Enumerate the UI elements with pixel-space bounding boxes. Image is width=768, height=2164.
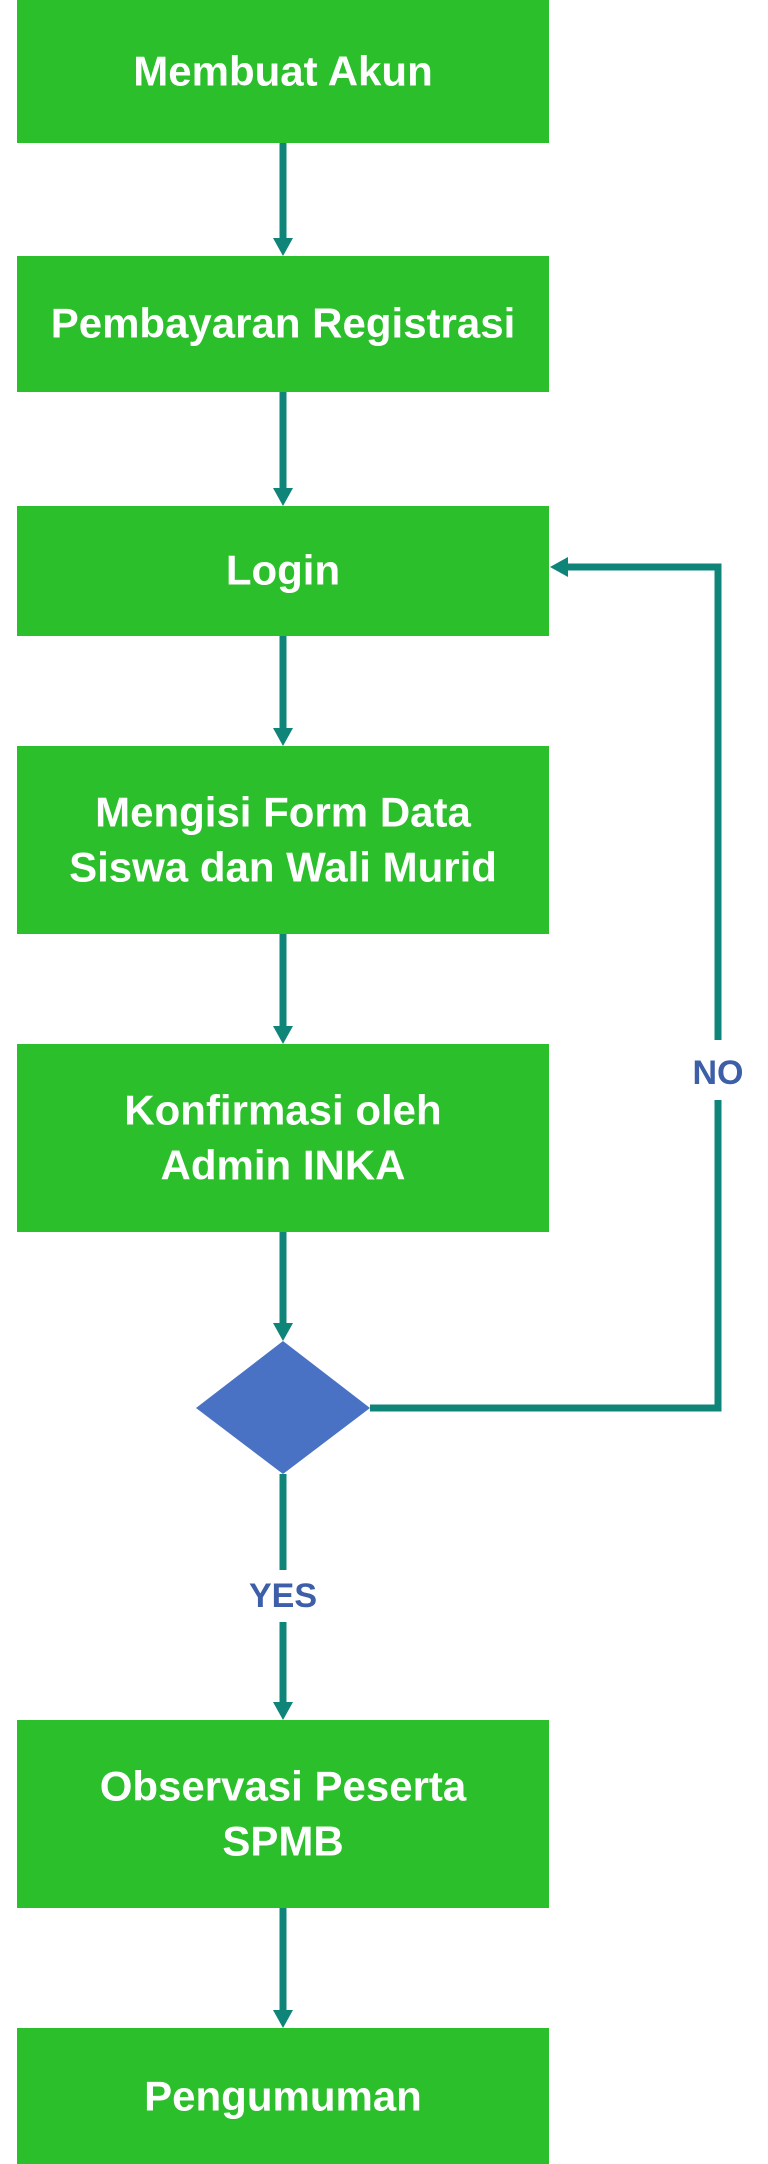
arrowhead-3-4 (273, 728, 293, 746)
step-box-1-line-1: Membuat Akun (133, 48, 432, 95)
connector-no-loop-lower (370, 1100, 722, 1412)
yes-label: YES (249, 1577, 317, 1615)
arrowhead-6-7 (273, 2010, 293, 2028)
step-box-2-line-1: Pembayaran Registrasi (51, 300, 516, 347)
step-box-5-shape (17, 1044, 549, 1232)
step-box-4-line-2: Siswa dan Wali Murid (69, 844, 497, 891)
step-box-7-shape (17, 2028, 549, 2164)
step-box-7: Pengumuman (17, 2028, 549, 2164)
step-box-5: Konfirmasi oleh Admin INKA (17, 1044, 549, 1232)
step-box-3: Login (17, 506, 549, 636)
connector-no-loop-upper (568, 563, 722, 1040)
arrowhead-4-5 (273, 1026, 293, 1044)
step-box-3-line-1: Login (226, 547, 340, 594)
step-box-2-shape (17, 256, 549, 392)
step-box-1-shape (17, 0, 549, 143)
step-box-6: Observasi Peserta SPMB (17, 1720, 549, 1908)
step-box-3-shape (17, 506, 549, 636)
arrowhead-decision-6 (273, 1702, 293, 1720)
arrowhead-1-2 (273, 238, 293, 256)
arrowhead-5-decision (273, 1323, 293, 1341)
connectors (273, 143, 722, 2028)
step-box-7-line-1: Pengumuman (144, 2073, 422, 2120)
step-box-6-line-1: Observasi Peserta (100, 1763, 467, 1810)
step-box-4: Mengisi Form Data Siswa dan Wali Murid (17, 746, 549, 934)
arrowhead-no-loop (550, 557, 568, 577)
arrowhead-2-3 (273, 488, 293, 506)
no-label: NO (693, 1054, 744, 1092)
step-box-4-line-1: Mengisi Form Data (95, 789, 471, 836)
step-box-6-line-2: SPMB (222, 1818, 343, 1865)
decision-node (196, 1341, 370, 1474)
step-box-5-line-1: Konfirmasi oleh (124, 1087, 441, 1134)
step-box-6-shape (17, 1720, 549, 1908)
step-box-2: Pembayaran Registrasi (17, 256, 549, 392)
step-box-1: Membuat Akun (17, 0, 549, 143)
step-box-5-line-2: Admin INKA (161, 1142, 406, 1189)
decision-diamond (196, 1341, 370, 1474)
step-box-4-shape (17, 746, 549, 934)
